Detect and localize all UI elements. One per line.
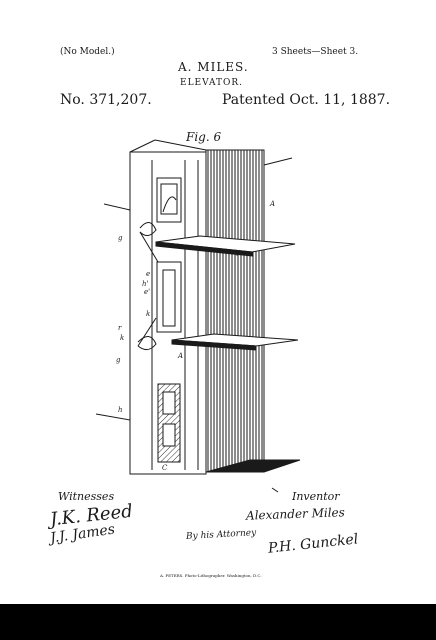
sheet-count: 3 Sheets—Sheet 3. <box>272 47 359 57</box>
ref-letter: e <box>146 270 150 278</box>
ref-letter: g <box>116 356 121 364</box>
figure-label: Fig. 6 <box>186 130 222 144</box>
lower-lever <box>137 336 157 350</box>
shaft-side-face <box>205 149 265 473</box>
ref-letter: A <box>269 200 275 208</box>
shaft-front-face <box>129 151 207 475</box>
invention-title: ELEVATOR. <box>180 78 244 88</box>
inventor-label: Inventor <box>292 490 340 503</box>
ref-letter: h <box>118 406 123 414</box>
ref-letter: r <box>118 324 122 332</box>
no-model-label: (No Model.) <box>60 47 115 57</box>
inventor-name: A. MILES. <box>178 60 249 74</box>
ref-letter: h' <box>142 280 149 288</box>
ref-letter: k <box>146 310 150 318</box>
ref-letter: A <box>177 352 183 360</box>
ref-letter: g <box>118 234 123 242</box>
upper-lever <box>139 222 157 236</box>
ref-letter: r <box>236 250 240 258</box>
base-shadow <box>205 459 301 473</box>
witnesses-label: Witnesses <box>58 490 115 503</box>
ref-letter: C <box>162 464 168 472</box>
ref-letter: k <box>120 334 124 342</box>
scan-border <box>0 604 436 640</box>
patent-date: Patented Oct. 11, 1887. <box>222 92 391 108</box>
patent-number: No. 371,207. <box>60 92 152 108</box>
ref-letter: e' <box>144 288 150 296</box>
printer-credit: A. PETERS. Photo-Lithographer. Washingto… <box>160 573 262 578</box>
